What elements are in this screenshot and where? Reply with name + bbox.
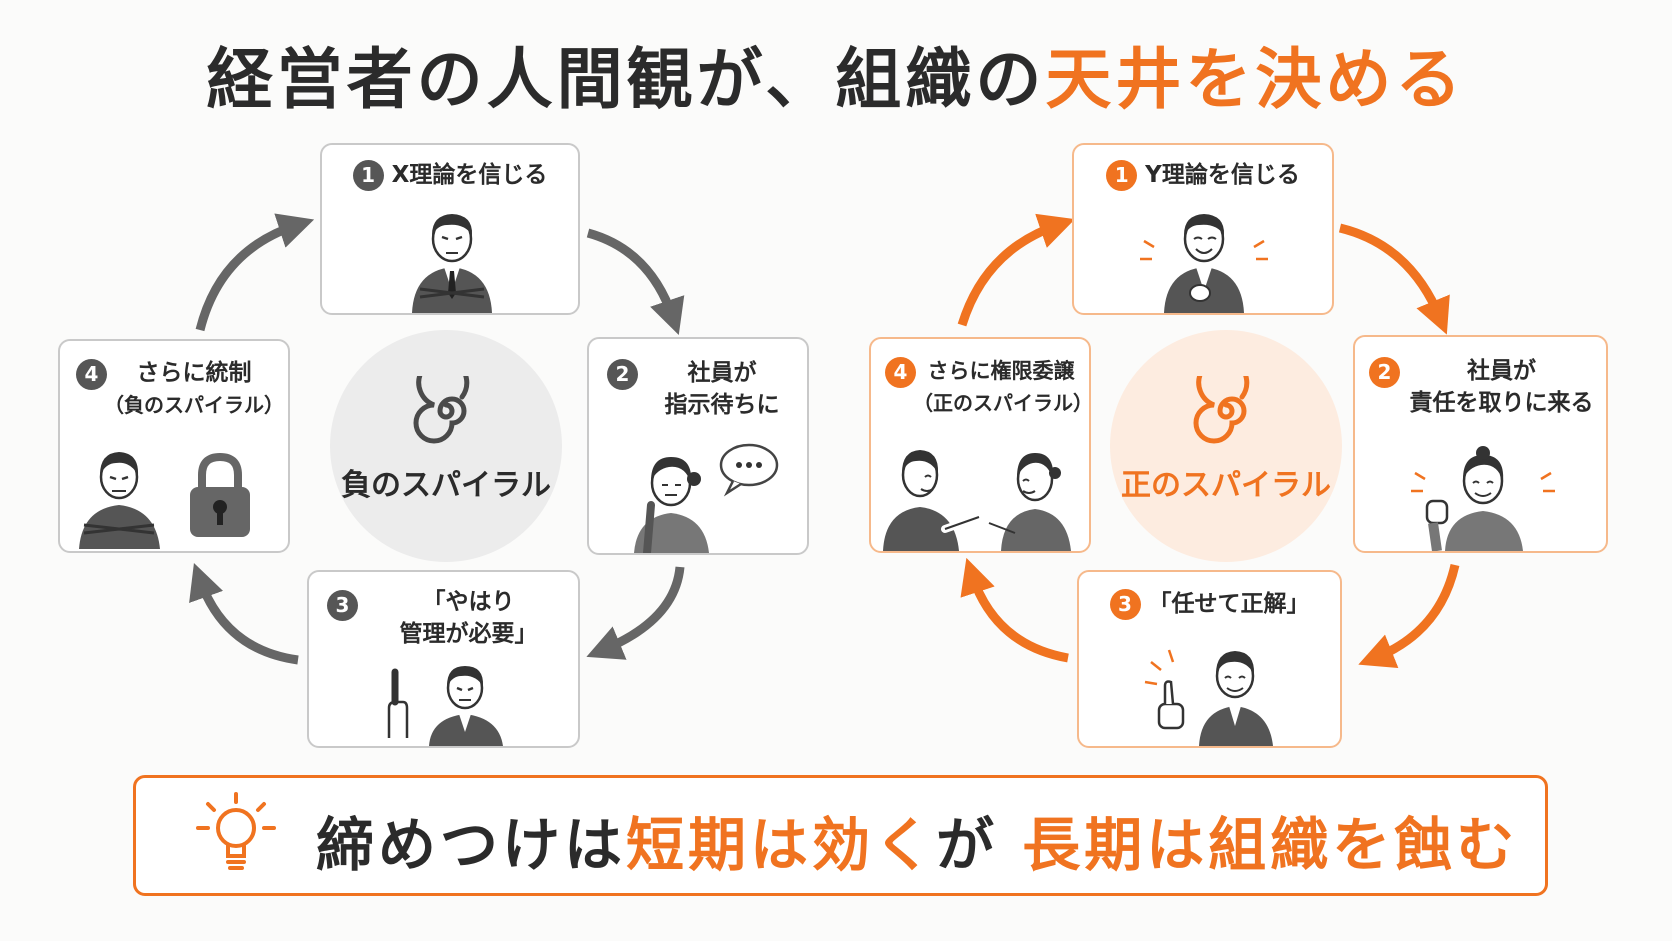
smiling-manager-hand-on-chest-icon <box>1140 214 1268 313</box>
arrow-neg-2-3 <box>586 566 685 660</box>
step-label-line-2: 指示待ちに <box>664 392 780 418</box>
step-label: Y理論を信じる <box>1145 162 1300 188</box>
motivated-employee-fist-icon <box>1411 446 1555 551</box>
step-label-line-1: 社員が <box>1467 358 1536 384</box>
step-label-line-2: 責任を取りに来る <box>1409 390 1594 416</box>
neg-step-1-card: 1 X理論を信じる <box>320 143 580 315</box>
pos-step-3-card: 3 「任せて正解」 <box>1077 570 1342 748</box>
bored-employee-speech-bubble-icon <box>634 443 779 553</box>
step-label-line-1: さらに統制 <box>136 360 252 386</box>
key-message-text: 締めつけは短期は効くが 長期は組織を蝕む <box>316 798 1518 882</box>
page-title: 経営者の人間観が、組織の天井を決める <box>0 26 1672 122</box>
pos-step-4-card: 4 さらに権限委譲 （正のスパイラル） <box>869 337 1093 553</box>
step-label: 「任せて正解」 <box>1148 591 1310 617</box>
manager-with-padlock-icon <box>79 452 250 549</box>
step-label-line-1: 「やはり <box>422 589 515 615</box>
spiral-icon <box>1193 376 1250 444</box>
step-number-badge: 1 <box>352 160 384 191</box>
arrow-pos-3-4 <box>960 557 1069 663</box>
step-number-badge: 4 <box>76 359 107 390</box>
step-number-badge: 2 <box>1369 357 1400 388</box>
neg-step-2-card: 2 社員が 指示待ちに <box>587 337 809 555</box>
message-part-2: 短期は効く <box>626 811 937 879</box>
arrow-neg-1-2 <box>586 228 685 336</box>
step-number-badge: 2 <box>607 359 638 390</box>
title-main: 経営者の人間観が、組織の <box>206 41 1046 118</box>
message-part-4: 長期は組織を蝕む <box>1022 811 1519 879</box>
manager-delegating-to-employee-icon <box>883 450 1071 551</box>
step-label: X理論を信じる <box>391 162 548 188</box>
arrow-pos-1-2 <box>1338 223 1450 335</box>
step-label-line-2: 管理が必要」 <box>399 621 538 647</box>
key-message-box: 締めつけは短期は効くが 長期は組織を蝕む <box>133 775 1548 896</box>
pos-step-2-card: 2 社員が 責任を取りに来る <box>1353 335 1608 553</box>
spiral-icon <box>413 376 470 444</box>
title-accent: 天井を決める <box>1045 41 1466 118</box>
stern-manager-arms-crossed-icon <box>412 214 492 313</box>
step-label-line-1: さらに権限委譲 <box>927 359 1075 383</box>
positive-spiral-center: 正のスパイラル <box>1110 330 1342 562</box>
pos-step-1-card: 1 Y理論を信じる <box>1072 143 1334 315</box>
manager-thumbs-up-icon <box>1144 649 1273 746</box>
neg-step-3-card: 3 「やはり 管理が必要」 <box>307 570 580 748</box>
step-number-badge: 3 <box>1109 589 1141 620</box>
step-number-badge: 3 <box>327 590 358 621</box>
step-label-line-2: （負のスパイラル） <box>104 393 284 417</box>
arrow-neg-3-4 <box>189 563 299 665</box>
step-number-badge: 1 <box>1106 160 1138 191</box>
step-label-line-2: （正のスパイラル） <box>913 391 1093 415</box>
arrow-pos-2-3 <box>1358 563 1460 669</box>
message-part-1: 締めつけは <box>316 811 627 879</box>
negative-spiral-center: 負のスパイラル <box>330 330 562 562</box>
step-label-line-1: 社員が <box>687 360 757 386</box>
negative-spiral-label: 負のスパイラル <box>341 468 551 503</box>
lightbulb-icon <box>196 792 276 870</box>
arrow-pos-4-1 <box>957 213 1076 327</box>
neg-step-4-card: 4 さらに統制 （負のスパイラル） <box>58 339 290 553</box>
message-part-3: が <box>936 811 999 879</box>
step-number-badge: 4 <box>885 357 916 388</box>
positive-spiral-label: 正のスパイラル <box>1121 468 1331 503</box>
manager-pointing-finger-icon <box>387 666 503 746</box>
